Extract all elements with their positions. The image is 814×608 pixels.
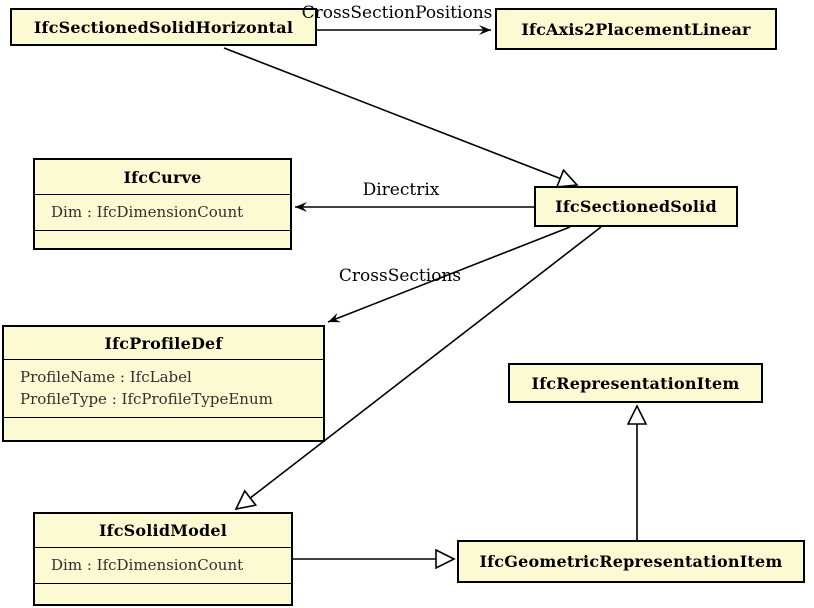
class-attributes: Dim : IfcDimensionCount [35,548,291,584]
edge-label-directrix: Directrix [362,180,440,200]
class-title: IfcAxis2PlacementLinear [521,19,751,39]
class-empty-compartment [35,584,291,600]
class-box-ifcsectionedsolidhorizontal: IfcSectionedSolidHorizontal [10,8,317,46]
class-title: IfcProfileDef [4,327,323,360]
class-attribute: ProfileType : IfcProfileTypeEnum [20,389,273,408]
class-box-ifcprofiledef: IfcProfileDef ProfileName : IfcLabel Pro… [2,325,325,442]
class-box-ifccurve: IfcCurve Dim : IfcDimensionCount [33,158,292,250]
class-attributes: ProfileName : IfcLabel ProfileType : Ifc… [4,360,323,418]
class-empty-compartment [35,231,290,246]
class-title: IfcCurve [35,160,290,195]
class-title: IfcRepresentationItem [531,373,740,393]
class-title: IfcSectionedSolidHorizontal [33,17,294,37]
class-title: IfcSolidModel [35,514,291,548]
edge-label-crosssections: CrossSections [338,266,462,286]
class-title: IfcSectionedSolid [555,197,717,216]
edge-label-crosssectionpositions: CrossSectionPositions [301,3,493,23]
class-attribute: ProfileName : IfcLabel [20,367,192,386]
class-empty-compartment [4,418,323,436]
class-attributes: Dim : IfcDimensionCount [35,195,290,231]
class-attribute: Dim : IfcDimensionCount [51,202,244,221]
class-box-ifcaxis2placementlinear: IfcAxis2PlacementLinear [495,8,777,50]
class-box-ifcsectionedsolid: IfcSectionedSolid [534,186,738,227]
class-attribute: Dim : IfcDimensionCount [51,555,244,574]
class-box-ifcrepresentationitem: IfcRepresentationItem [508,363,763,403]
class-box-ifcgeometricrepresentationitem: IfcGeometricRepresentationItem [457,540,805,583]
class-box-ifcsolidmodel: IfcSolidModel Dim : IfcDimensionCount [33,512,293,606]
class-title: IfcGeometricRepresentationItem [479,552,783,571]
